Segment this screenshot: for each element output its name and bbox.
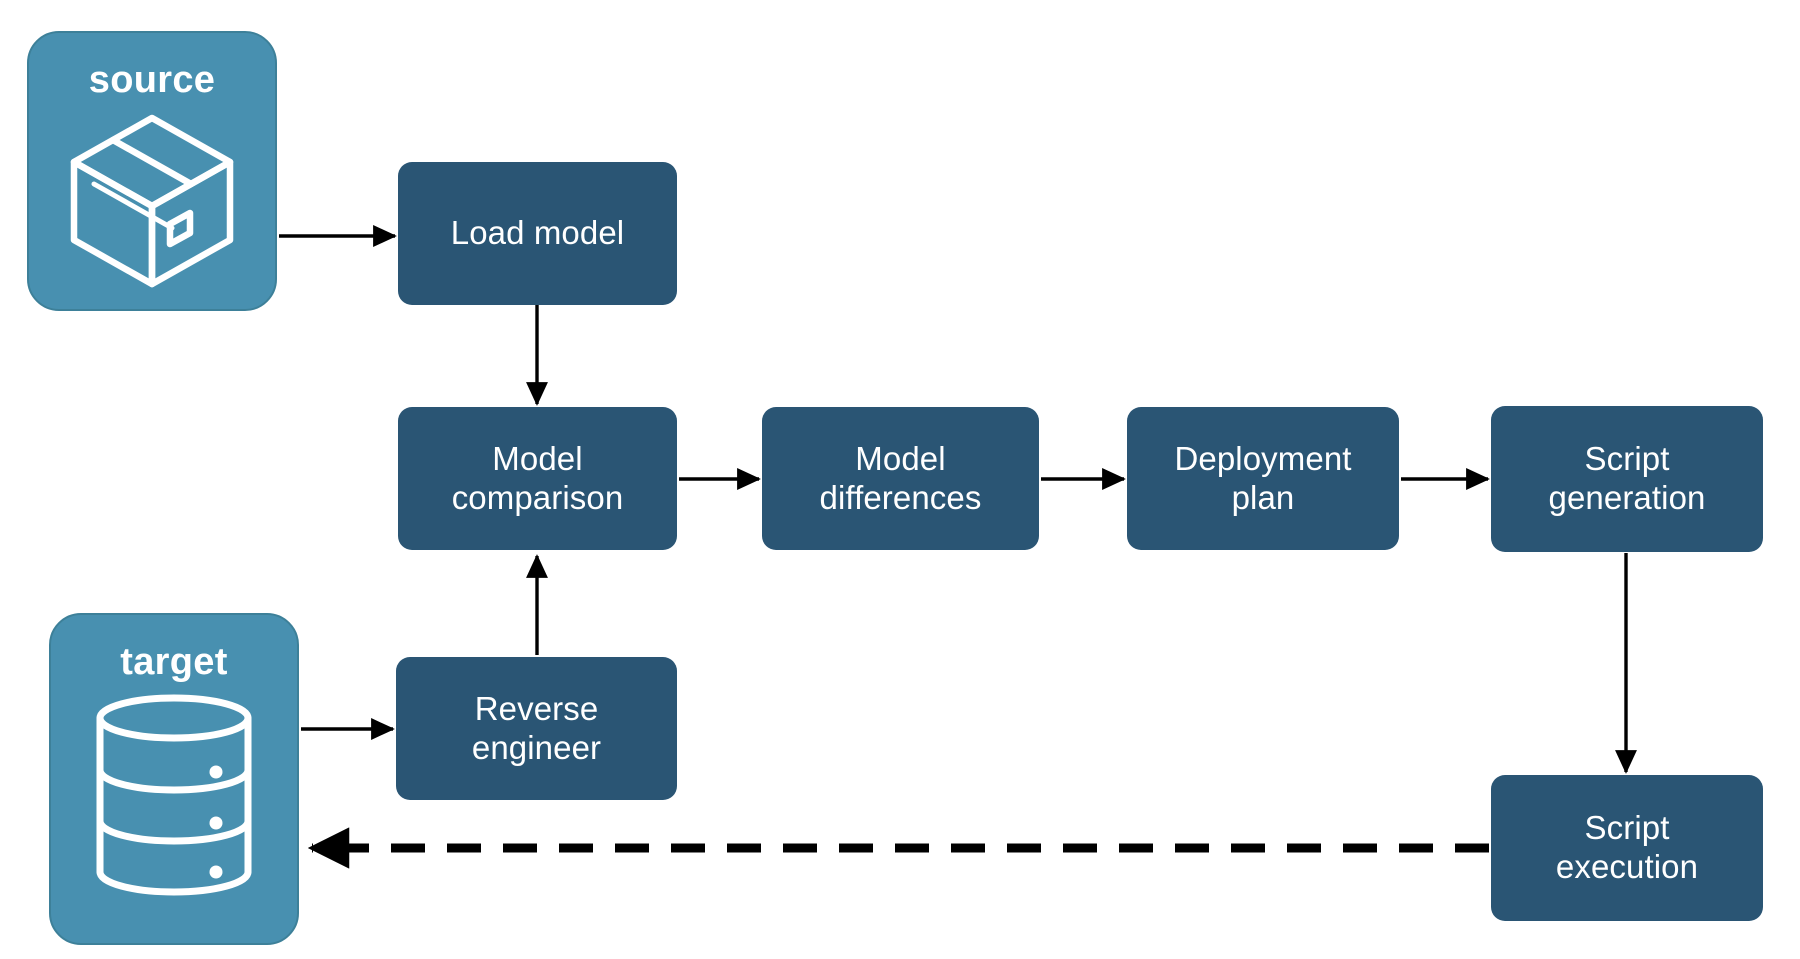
process-model-differences-label: Model differences	[819, 439, 982, 516]
process-model-comparison[interactable]: Model comparison	[398, 407, 677, 550]
endpoint-target-label: target	[120, 641, 228, 683]
process-model-differences[interactable]: Model differences	[762, 407, 1039, 550]
database-cylinder-icon	[90, 694, 258, 901]
package-box-icon	[66, 112, 238, 295]
endpoint-source[interactable]: source	[27, 31, 277, 311]
process-load-model-label: Load model	[450, 214, 625, 252]
process-script-execution[interactable]: Script execution	[1491, 775, 1763, 921]
process-reverse-engineer-label: Reverse engineer	[471, 689, 602, 766]
process-script-generation[interactable]: Script generation	[1491, 406, 1763, 552]
endpoint-target[interactable]: target	[49, 613, 299, 945]
process-script-generation-label: Script generation	[1548, 440, 1706, 516]
process-reverse-engineer[interactable]: Reverse engineer	[396, 657, 677, 800]
process-model-comparison-label: Model comparison	[451, 439, 624, 516]
process-deployment-plan[interactable]: Deployment plan	[1127, 407, 1399, 550]
process-load-model[interactable]: Load model	[398, 162, 677, 305]
process-script-execution-label: Script execution	[1555, 809, 1699, 885]
process-deployment-plan-label: Deployment plan	[1174, 439, 1352, 516]
endpoint-source-label: source	[88, 59, 216, 101]
